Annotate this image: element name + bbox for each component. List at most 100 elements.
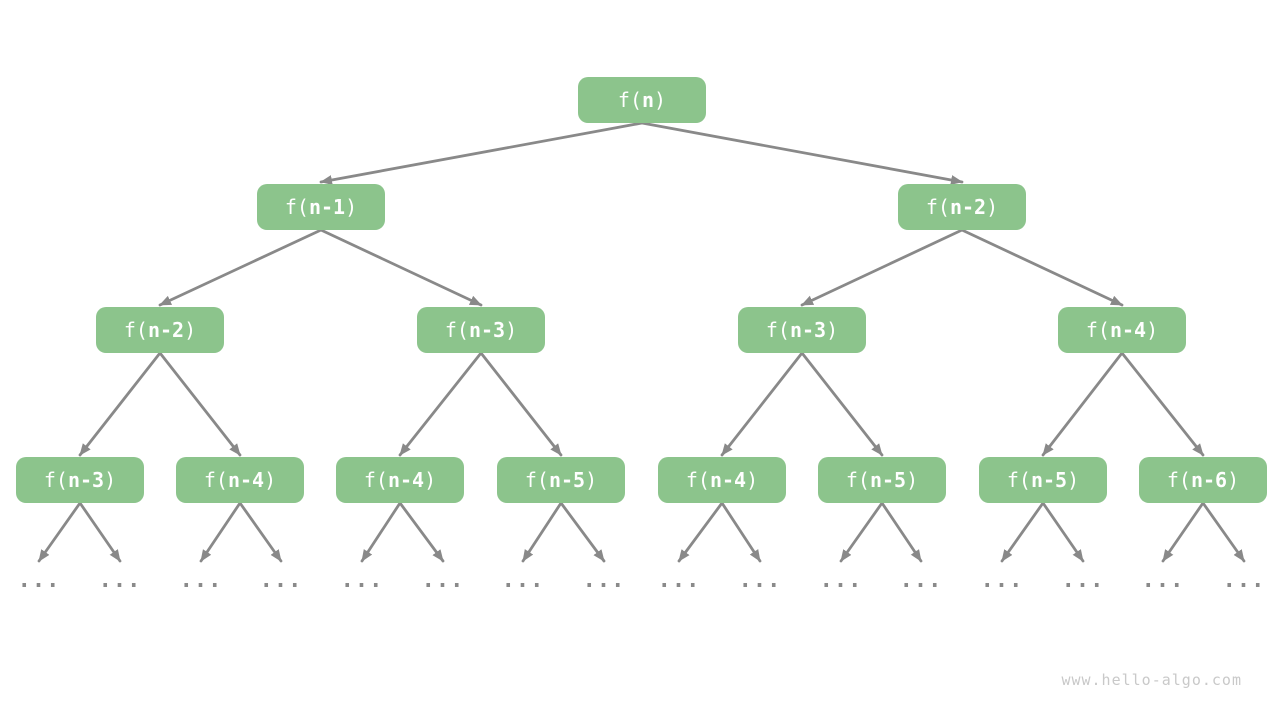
recursion-edge (360, 501, 402, 563)
recursion-edge (1000, 501, 1045, 563)
node-label-post: ) (264, 468, 277, 492)
tree-node: f(n-4) (336, 457, 464, 503)
ellipsis-leaf: ... (980, 568, 1024, 593)
tree-node: f(n-2) (96, 307, 224, 353)
node-label-pre: f( (1166, 468, 1191, 492)
node-label-pre: f( (123, 318, 148, 342)
node-label-arg: n-4 (227, 468, 265, 492)
tree-node: f(n-1) (257, 184, 385, 230)
tree-node: f(n-5) (979, 457, 1107, 503)
node-label-arg: n-6 (1190, 468, 1228, 492)
ellipsis-leaf: ... (1222, 568, 1266, 593)
recursion-edge (1041, 351, 1124, 457)
tree-node: f(n-5) (818, 457, 946, 503)
ellipsis-leaf: ... (738, 568, 782, 593)
recursion-edge (158, 228, 323, 307)
recursion-edge (1120, 351, 1205, 457)
tree-node: f(n-3) (417, 307, 545, 353)
node-label-pre: f( (1006, 468, 1031, 492)
recursion-edge (521, 501, 563, 563)
tree-node: f(n-3) (738, 307, 866, 353)
node-label-arg: n-5 (1030, 468, 1068, 492)
node-label-pre: f( (617, 88, 642, 112)
node-label-post: ) (424, 468, 437, 492)
recursion-edge (1041, 501, 1085, 563)
ellipsis-leaf: ... (17, 568, 61, 593)
recursion-edge (800, 351, 884, 457)
node-label-pre: f( (363, 468, 388, 492)
node-label-arg: n-4 (1109, 318, 1147, 342)
node-label-post: ) (654, 88, 667, 112)
recursion-edge (640, 121, 964, 185)
node-label-arg: n-4 (387, 468, 425, 492)
recursion-edge (238, 501, 283, 563)
node-label-pre: f( (765, 318, 790, 342)
tree-node: f(n-2) (898, 184, 1026, 230)
node-label-post: ) (906, 468, 919, 492)
tree-node: f(n-6) (1139, 457, 1267, 503)
recursion-edge (559, 501, 606, 563)
node-label-post: ) (1146, 318, 1159, 342)
node-label-arg: n-2 (949, 195, 987, 219)
node-label-post: ) (184, 318, 197, 342)
node-label-arg: n (642, 88, 655, 112)
ellipsis-leaf: ... (259, 568, 303, 593)
recursion-edge (880, 501, 923, 563)
ellipsis-leaf: ... (582, 568, 626, 593)
ellipsis-leaf: ... (421, 568, 465, 593)
node-label-arg: n-3 (67, 468, 105, 492)
node-label-pre: f( (845, 468, 870, 492)
recursion-edge (720, 501, 762, 563)
ellipsis-leaf: ... (819, 568, 863, 593)
tree-node: f(n-5) (497, 457, 625, 503)
node-label-pre: f( (284, 195, 309, 219)
watermark: www.hello-algo.com (1061, 671, 1242, 689)
tree-node: f(n-3) (16, 457, 144, 503)
node-label-arg: n-5 (548, 468, 586, 492)
node-label-post: ) (345, 195, 358, 219)
recursion-edge (199, 501, 242, 563)
recursion-edge (720, 351, 804, 457)
node-label-pre: f( (43, 468, 68, 492)
node-label-pre: f( (685, 468, 710, 492)
node-label-pre: f( (925, 195, 950, 219)
node-label-arg: n-3 (789, 318, 827, 342)
node-label-pre: f( (444, 318, 469, 342)
tree-node: f(n) (578, 77, 706, 123)
node-label-pre: f( (524, 468, 549, 492)
node-label-post: ) (1227, 468, 1240, 492)
ellipsis-leaf: ... (1141, 568, 1185, 593)
node-label-pre: f( (1085, 318, 1110, 342)
tree-node: f(n-4) (658, 457, 786, 503)
ellipsis-leaf: ... (98, 568, 142, 593)
ellipsis-leaf: ... (340, 568, 384, 593)
node-label-arg: n-3 (468, 318, 506, 342)
node-label-post: ) (826, 318, 839, 342)
recursion-edge (960, 228, 1124, 307)
recursion-edge (1201, 501, 1246, 563)
node-label-post: ) (585, 468, 598, 492)
recursion-edge (1161, 501, 1205, 563)
recursion-edge (37, 501, 82, 563)
recursion-edge (78, 501, 122, 563)
recursion-edge (839, 501, 884, 563)
recursion-edge (479, 351, 563, 457)
node-label-arg: n-1 (308, 195, 346, 219)
recursion-edge (800, 228, 964, 307)
ellipsis-leaf: ... (1061, 568, 1105, 593)
recursion-edge (677, 501, 724, 563)
node-label-arg: n-2 (147, 318, 185, 342)
recursion-edge (319, 121, 644, 185)
recursion-edge (158, 351, 242, 457)
recursion-edge (398, 501, 445, 563)
tree-node: f(n-4) (176, 457, 304, 503)
node-label-arg: n-4 (709, 468, 747, 492)
recursion-edge (78, 351, 162, 457)
recursion-edge (398, 351, 483, 457)
node-label-arg: n-5 (869, 468, 907, 492)
node-label-post: ) (505, 318, 518, 342)
node-label-post: ) (1067, 468, 1080, 492)
ellipsis-leaf: ... (179, 568, 223, 593)
